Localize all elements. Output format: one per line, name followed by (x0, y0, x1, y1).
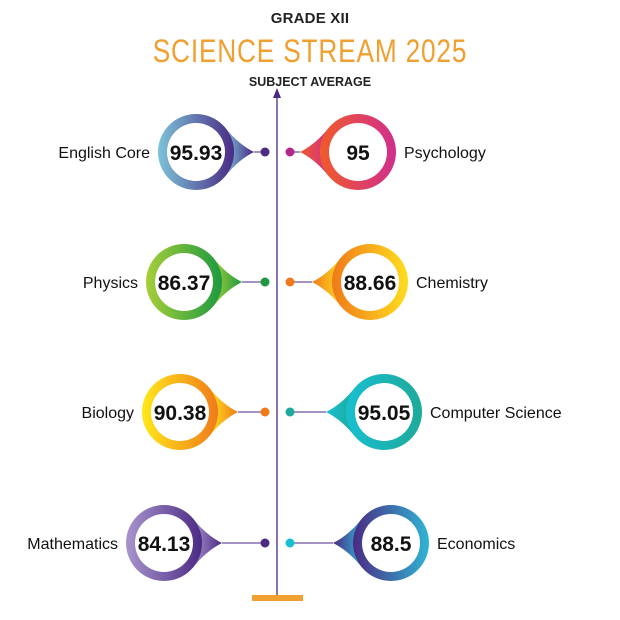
biology-value-disc (151, 383, 209, 441)
psychology-value: 95 (346, 142, 370, 165)
computer-science-value-disc (355, 383, 413, 441)
biology-label: Biology (82, 405, 134, 422)
english-core-label: English Core (58, 145, 150, 162)
economics-label: Economics (437, 536, 515, 553)
english-core-pointer (224, 126, 254, 178)
chemistry-label: Chemistry (416, 275, 488, 292)
chart-subtitle: SUBJECT AVERAGE (248, 75, 372, 89)
english-core-value: 95.93 (170, 142, 223, 165)
chemistry-pointer (312, 256, 342, 308)
physics-value: 86.37 (158, 272, 211, 295)
center-dot-left (260, 147, 270, 157)
psychology-pointer (300, 126, 330, 178)
center-dot-left (260, 538, 270, 548)
mathematics-label: Mathematics (27, 536, 118, 553)
computer-science-value: 95.05 (358, 402, 411, 425)
computer-science-label: Computer Science (430, 405, 562, 422)
biology-value: 90.38 (154, 402, 207, 425)
economics-value: 88.5 (371, 533, 412, 556)
center-dot-right (285, 407, 295, 417)
chemistry-value: 88.66 (344, 272, 397, 295)
center-dot-right (285, 147, 295, 157)
biology-pointer (208, 386, 238, 438)
mathematics-value-disc (135, 514, 193, 572)
mathematics-value: 84.13 (138, 533, 191, 556)
chemistry-value-disc (341, 253, 399, 311)
axis-arrow-head (273, 88, 281, 98)
mathematics-pointer (192, 517, 222, 569)
center-dot-right (285, 277, 295, 287)
psychology-label: Psychology (404, 145, 486, 162)
english-core-value-disc (167, 123, 225, 181)
axis-base-bar (252, 595, 303, 601)
economics-pointer (333, 517, 363, 569)
physics-label: Physics (83, 275, 138, 292)
grade-label: GRADE XII (270, 10, 350, 27)
computer-science-pointer (326, 386, 356, 438)
psychology-value-disc (329, 123, 387, 181)
physics-value-disc (155, 253, 213, 311)
center-dot-right (285, 538, 295, 548)
center-dot-left (260, 277, 270, 287)
center-dot-left (260, 407, 270, 417)
chart-title: SCIENCE STREAM 2025 (152, 33, 468, 69)
economics-value-disc (362, 514, 420, 572)
physics-pointer (212, 256, 242, 308)
